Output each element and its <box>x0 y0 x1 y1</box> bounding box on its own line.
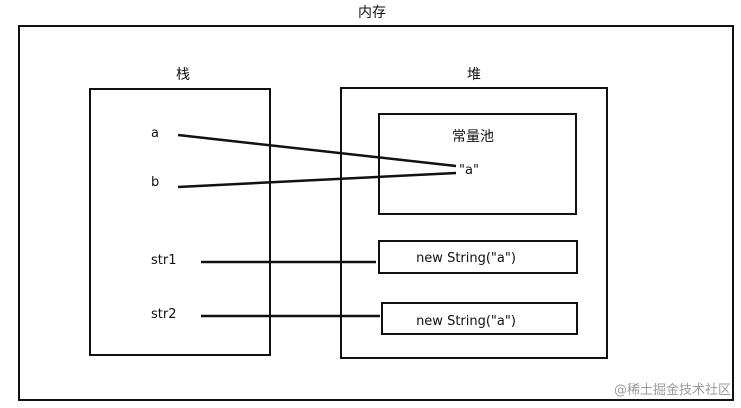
heap-object-1-box <box>378 240 578 274</box>
memory-title: 内存 <box>358 5 386 21</box>
heap-object-1-label: new String("a") <box>416 251 516 266</box>
stack-var-b: b <box>151 175 160 190</box>
stack-var-a: a <box>151 126 159 141</box>
memory-box <box>18 25 734 401</box>
heap-title: 堆 <box>467 67 481 83</box>
heap-object-2-box <box>381 302 578 335</box>
stack-var-str2: str2 <box>151 307 177 322</box>
stack-title: 栈 <box>176 67 190 83</box>
constant-pool-literal: "a" <box>459 163 479 178</box>
watermark: @稀土掘金技术社区 <box>613 383 731 398</box>
heap-box <box>340 87 608 359</box>
stack-var-str1: str1 <box>151 253 177 268</box>
stack-box <box>89 88 271 356</box>
constant-pool-title: 常量池 <box>452 129 494 145</box>
heap-object-2-label: new String("a") <box>416 314 516 329</box>
